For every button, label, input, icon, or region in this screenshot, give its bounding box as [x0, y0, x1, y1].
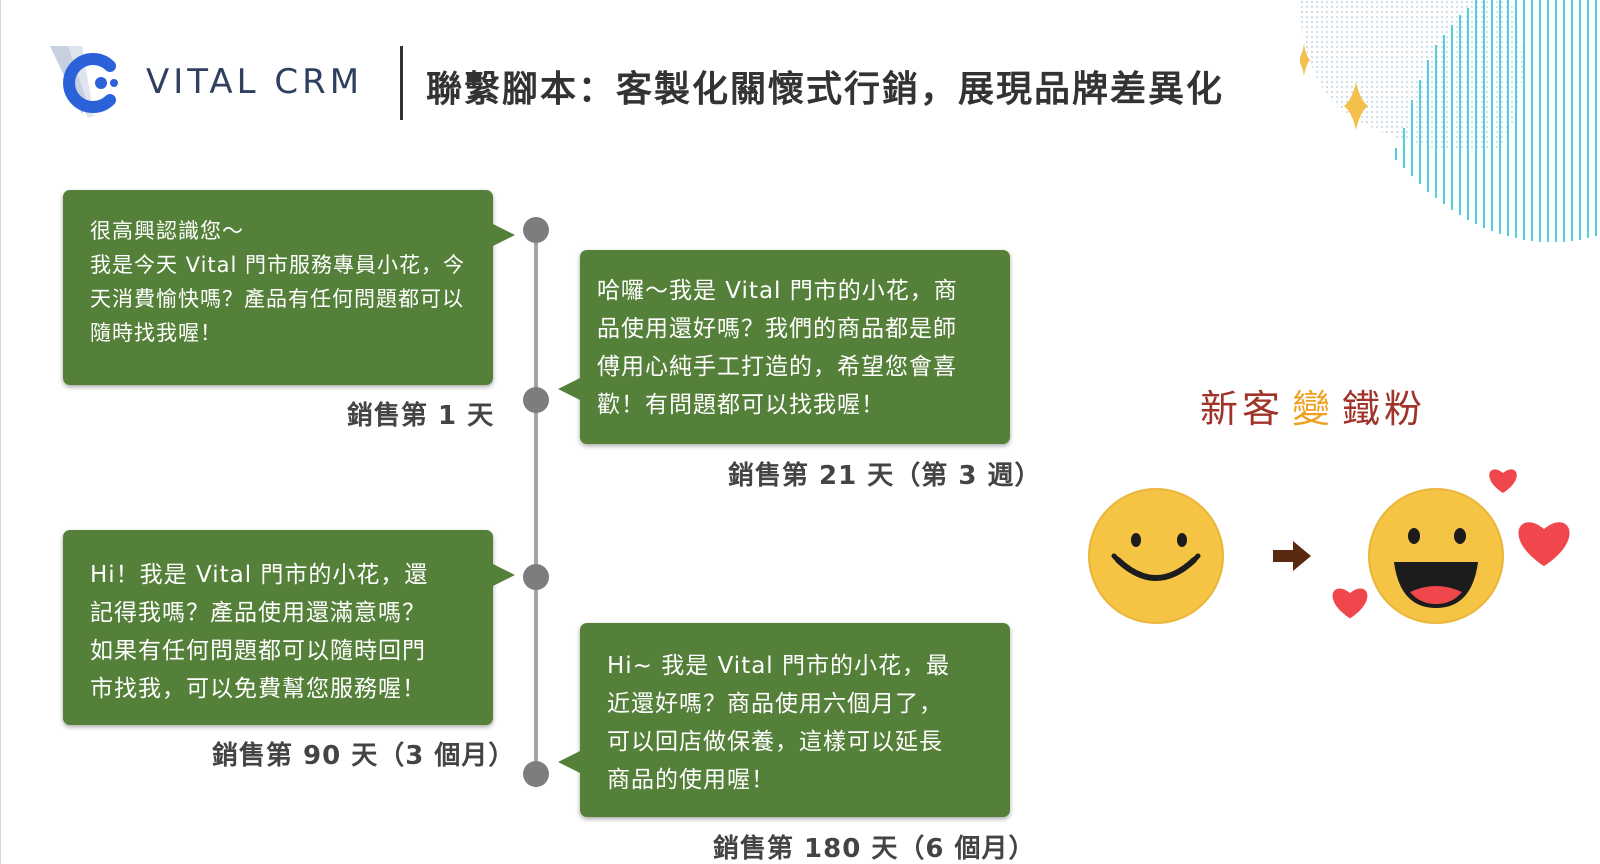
message-text: Hi~ 我是 Vital 門市的小花，最 近還好嗎？商品使用六個月了， 可以回店…	[607, 653, 951, 793]
corner-decoration	[1300, 0, 1597, 242]
slogan-part: 變	[1292, 387, 1335, 431]
page-title: 聯繫腳本：客製化關懷式行銷，展現品牌差異化	[426, 69, 1225, 110]
timeline-dot	[523, 217, 549, 243]
heart-icon	[1332, 588, 1368, 619]
message-text: 很高興認識您～ 我是今天 Vital 門市服務專員小花，今 天消費愉快嗎？產品有…	[90, 219, 466, 345]
message-bubble-day-90: Hi！我是 Vital 門市的小花，還 記得我嗎？產品使用還滿意嗎？ 如果有任何…	[63, 530, 515, 725]
smiley-face-icon	[1088, 488, 1224, 624]
heart-icon	[1518, 522, 1570, 567]
message-bubble-day-1: 很高興認識您～ 我是今天 Vital 門市服務專員小花，今 天消費愉快嗎？產品有…	[63, 190, 515, 385]
message-bubble-day-180: Hi~ 我是 Vital 門市的小花，最 近還好嗎？商品使用六個月了， 可以回店…	[558, 623, 1010, 817]
message-text: 哈囉～我是 Vital 門市的小花，商 品使用還好嗎？我們的商品都是師 傅用心純…	[597, 278, 958, 418]
header-divider	[400, 46, 403, 120]
timeline-dot	[523, 564, 549, 590]
timeline-dot	[523, 761, 549, 787]
slogan-part: 新客	[1200, 387, 1285, 431]
sparkle-icon	[1300, 44, 1310, 76]
vital-crm-logo-icon	[50, 46, 118, 118]
slogan: 新客變鐵粉	[1200, 378, 1426, 433]
slogan-part: 鐵粉	[1342, 387, 1427, 431]
brand-name: VITAL CRM	[146, 62, 364, 102]
message-bubble-day-21: 哈囉～我是 Vital 門市的小花，商 品使用還好嗎？我們的商品都是師 傅用心純…	[558, 250, 1010, 444]
laughing-face-icon	[1368, 488, 1504, 624]
message-text: Hi！我是 Vital 門市的小花，還 記得我嗎？產品使用還滿意嗎？ 如果有任何…	[90, 562, 429, 702]
timeline-caption: 銷售第 1 天	[347, 401, 495, 431]
timeline-caption: 銷售第 90 天（3 個月）	[212, 741, 516, 771]
arrow-right-icon	[1273, 541, 1311, 571]
sparkle-icon	[1344, 82, 1368, 130]
timeline-caption: 銷售第 180 天（6 個月）	[713, 834, 1036, 864]
timeline-caption: 銷售第 21 天（第 3 週）	[728, 461, 1042, 491]
timeline-dot	[523, 387, 549, 413]
timeline-line	[534, 230, 538, 775]
heart-icon	[1489, 469, 1517, 493]
